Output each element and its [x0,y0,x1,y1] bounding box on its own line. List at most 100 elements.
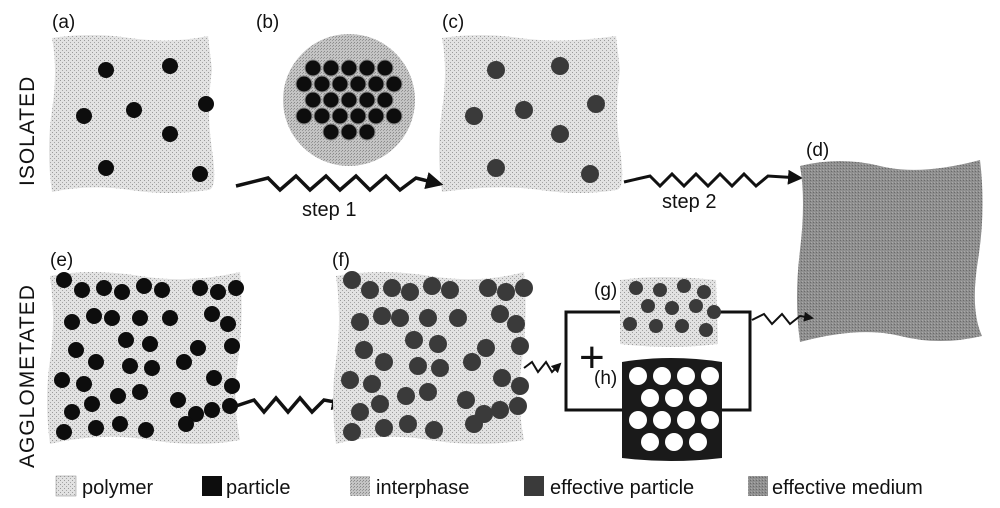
particle [98,62,114,78]
panel-label-g: (g) [594,280,617,301]
particle [162,310,178,326]
effective-particle [465,415,483,433]
particle [144,360,160,376]
particle [132,384,148,400]
effective-particle [375,353,393,371]
effective-particle [491,305,509,323]
particle [358,59,376,77]
effective-particle [697,285,711,299]
particle [126,102,142,118]
legend-swatch-effective-medium [748,476,768,496]
combination-bracket [564,310,752,412]
legend-swatch-polymer [55,475,77,497]
particle [84,396,100,412]
effective-particle [479,279,497,297]
particle [104,310,120,326]
particle [162,58,178,74]
particle [192,280,208,296]
particle [138,422,154,438]
panel-label-e: (e) [50,250,73,271]
particle [56,424,72,440]
effective-particle [487,159,505,177]
effective-particle [493,369,511,387]
particle [206,370,222,386]
effective-particle [383,279,401,297]
effective-particle [457,391,475,409]
particle [367,107,385,125]
bracket-to-d-arrow [751,311,814,326]
particle [340,123,358,141]
row-label-agglomerated: AGGLOMETATED [16,284,39,468]
panel-label-h: (h) [594,368,617,389]
particle [340,59,358,77]
particle [331,107,349,125]
void [689,389,707,407]
panel-b-particles [295,59,403,141]
void [641,433,659,451]
particle [64,314,80,330]
legend-label-effective-medium: effective medium [772,477,923,499]
particle [198,96,214,112]
particle [220,316,236,332]
particle [367,75,385,93]
effective-particle [509,397,527,415]
particle [304,91,322,109]
particle [340,91,358,109]
particle [349,75,367,93]
effective-particle [653,283,667,297]
particle [76,376,92,392]
particle [385,107,403,125]
void [677,367,695,385]
step-1-arrow [235,172,444,193]
particle [68,342,84,358]
particle [188,406,204,422]
panel-h-voids [629,367,719,451]
legend-label-particle: particle [226,477,290,499]
effective-particle [623,317,637,331]
panel-label-d: (d) [806,140,829,161]
effective-particle [419,383,437,401]
effective-particle [429,335,447,353]
step-2-label: step 2 [662,191,716,213]
particle [56,272,72,288]
effective-particle [675,319,689,333]
particle [154,282,170,298]
particle [190,340,206,356]
particle [112,416,128,432]
panel-e-particles [54,272,244,440]
particle [222,398,238,414]
particle [98,160,114,176]
f-to-bracket-arrow [523,360,562,374]
void [653,411,671,429]
particle [204,402,220,418]
effective-particle [431,359,449,377]
void [665,389,683,407]
effective-particle [419,309,437,327]
effective-particle [677,279,691,293]
effective-particle [375,419,393,437]
effective-particle [707,305,721,319]
particle [376,59,394,77]
panel-g-effective-particles [623,279,721,337]
particle [176,354,192,370]
effective-particle [391,309,409,327]
effective-particle [373,307,391,325]
particle [322,91,340,109]
particle [322,59,340,77]
particle [76,108,92,124]
effective-particle [629,281,643,295]
e-to-f-arrow [235,392,350,415]
effective-particle [689,299,703,313]
particle [204,306,220,322]
particle [88,420,104,436]
effective-particle [397,387,415,405]
effective-particle [699,323,713,337]
panel-label-a: (a) [52,12,75,33]
effective-particle [515,279,533,297]
row-label-isolated: ISOLATED [16,76,39,186]
void [629,367,647,385]
particle [313,107,331,125]
particle [192,166,208,182]
particle [178,416,194,432]
